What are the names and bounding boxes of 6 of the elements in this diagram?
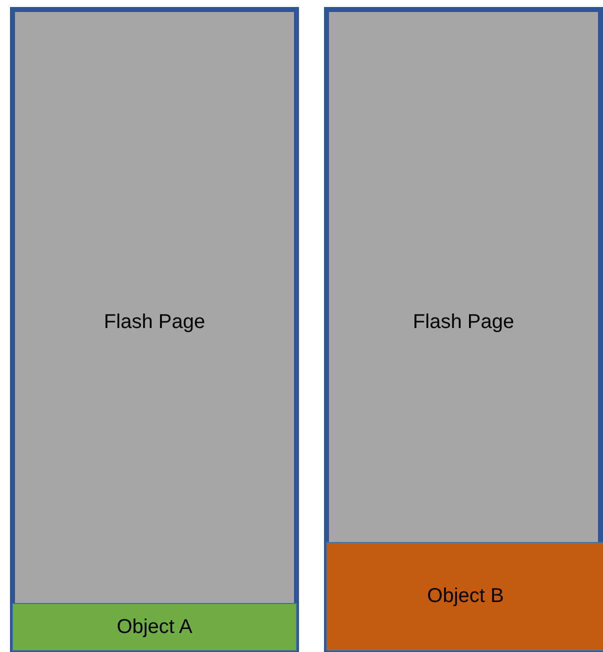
object-block: Object B bbox=[326, 542, 603, 651]
object-block: Object A bbox=[12, 603, 297, 651]
flash-page-block bbox=[324, 7, 603, 652]
page-label: Flash Page bbox=[102, 310, 206, 334]
flash-page-block bbox=[10, 7, 299, 652]
page-label: Flash Page bbox=[412, 310, 516, 334]
